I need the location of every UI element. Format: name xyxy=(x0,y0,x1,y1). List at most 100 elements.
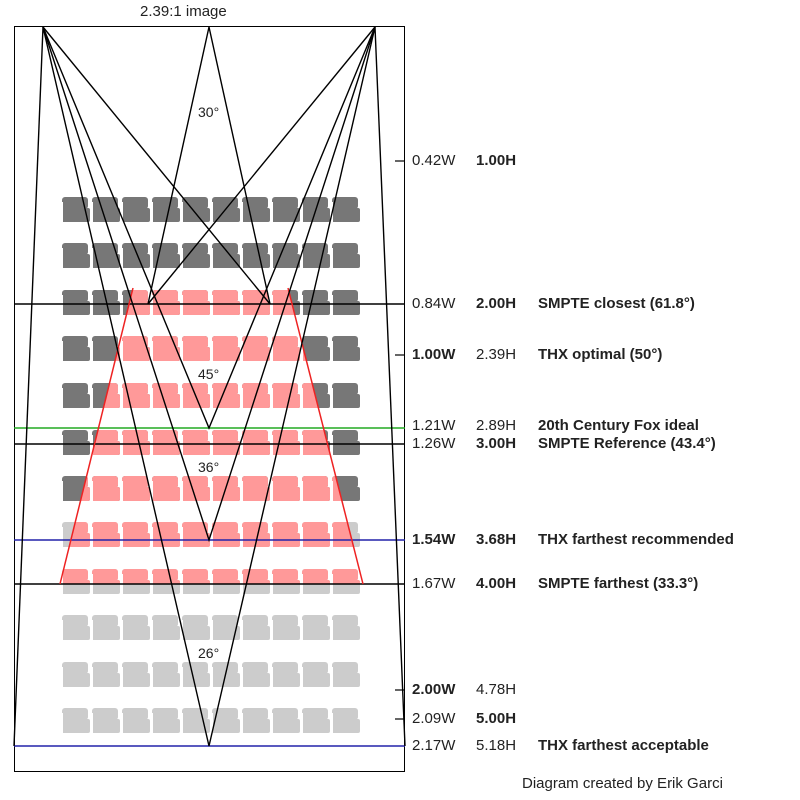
distance-note: THX optimal (50°) xyxy=(538,346,663,363)
theater-seat xyxy=(120,476,150,501)
theater-seat xyxy=(270,662,300,687)
theater-seat xyxy=(210,430,240,455)
theater-seat xyxy=(210,615,240,640)
theater-seat xyxy=(210,197,240,222)
theater-seat xyxy=(270,615,300,640)
theater-seat xyxy=(240,336,270,361)
theater-seat xyxy=(300,522,330,547)
theater-seat xyxy=(150,476,180,501)
distance-height: 1.00H xyxy=(476,152,517,169)
theater-seat xyxy=(150,662,180,687)
theater-seat xyxy=(180,197,210,222)
theater-seat xyxy=(330,383,360,408)
theater-seat xyxy=(210,476,240,501)
theater-seat xyxy=(120,197,150,222)
theater-seat xyxy=(120,522,150,547)
theater-seat xyxy=(90,708,120,733)
theater-seat xyxy=(330,615,360,640)
theater-seat xyxy=(270,243,300,268)
distance-label-6: 1.67W 4.00H SMPTE farthest (33.3°) xyxy=(412,575,698,593)
theater-seat xyxy=(120,243,150,268)
theater-seat xyxy=(210,522,240,547)
theater-seat xyxy=(210,243,240,268)
theater-seat xyxy=(240,430,270,455)
theater-seat xyxy=(210,383,240,408)
theater-seat xyxy=(240,615,270,640)
theater-seat xyxy=(210,708,240,733)
theater-seat xyxy=(270,476,300,501)
theater-seat xyxy=(90,476,120,501)
seating-area-highlight xyxy=(60,290,360,584)
theater-seat xyxy=(330,243,360,268)
distance-note: SMPTE farthest (33.3°) xyxy=(538,575,699,592)
distance-height: 5.18H xyxy=(476,737,517,754)
distance-width: 2.17W xyxy=(412,737,456,754)
theater-seat xyxy=(330,197,360,222)
distance-width: 1.54W xyxy=(412,531,456,548)
distance-width: 1.21W xyxy=(412,417,456,434)
theater-seat xyxy=(240,383,270,408)
theater-seat xyxy=(120,383,150,408)
distance-note: 20th Century Fox ideal xyxy=(538,417,699,434)
theater-seat xyxy=(270,197,300,222)
distance-width: 1.00W xyxy=(412,346,456,363)
theater-seat xyxy=(150,430,180,455)
distance-height: 2.00H xyxy=(476,295,517,312)
theater-seat xyxy=(120,708,150,733)
image-ratio-caption: 2.39:1 image xyxy=(140,3,227,20)
theater-seat xyxy=(90,243,120,268)
angle-label-36: 36° xyxy=(198,459,219,475)
theater-seat xyxy=(330,336,360,361)
distance-note: SMPTE closest (61.8°) xyxy=(538,295,695,312)
theater-seat xyxy=(150,290,180,315)
theater-seat xyxy=(60,336,90,361)
theater-seat xyxy=(180,290,210,315)
theater-seat xyxy=(180,430,210,455)
theater-seat xyxy=(180,383,210,408)
theater-seat xyxy=(90,662,120,687)
theater-seat xyxy=(180,336,210,361)
theater-seat xyxy=(180,615,210,640)
distance-width: 1.67W xyxy=(412,575,456,592)
theater-seat xyxy=(90,336,120,361)
theater-seat xyxy=(240,197,270,222)
theater-seat xyxy=(120,662,150,687)
smpte-viewing-zone xyxy=(59,287,134,585)
theater-seat xyxy=(210,336,240,361)
diagram-credit: Diagram created by Erik Garci xyxy=(522,775,723,792)
distance-width: 2.00W xyxy=(412,681,456,698)
theater-seat xyxy=(300,615,330,640)
theater-seat xyxy=(150,522,180,547)
theater-seat xyxy=(180,522,210,547)
angle-label-30: 30° xyxy=(198,104,219,120)
distance-height: 4.78H xyxy=(476,681,517,698)
theater-seat xyxy=(60,383,90,408)
tick-marks xyxy=(395,160,405,720)
theater-seat xyxy=(90,615,120,640)
theater-seat xyxy=(60,662,90,687)
theater-seat xyxy=(180,476,210,501)
theater-seat xyxy=(270,522,300,547)
theater-seat xyxy=(300,708,330,733)
distance-height: 4.00H xyxy=(476,575,517,592)
distance-note: THX farthest acceptable xyxy=(538,737,709,754)
theater-seat xyxy=(300,290,330,315)
theater-seat xyxy=(240,290,270,315)
angle-label-45: 45° xyxy=(198,366,219,382)
theater-seat xyxy=(330,662,360,687)
theater-seat xyxy=(330,430,360,455)
smpte-viewing-zone-right xyxy=(287,287,364,585)
theater-seat xyxy=(60,708,90,733)
theater-seat xyxy=(240,243,270,268)
theater-seat xyxy=(240,708,270,733)
theater-seat xyxy=(180,243,210,268)
theater-seat xyxy=(120,430,150,455)
